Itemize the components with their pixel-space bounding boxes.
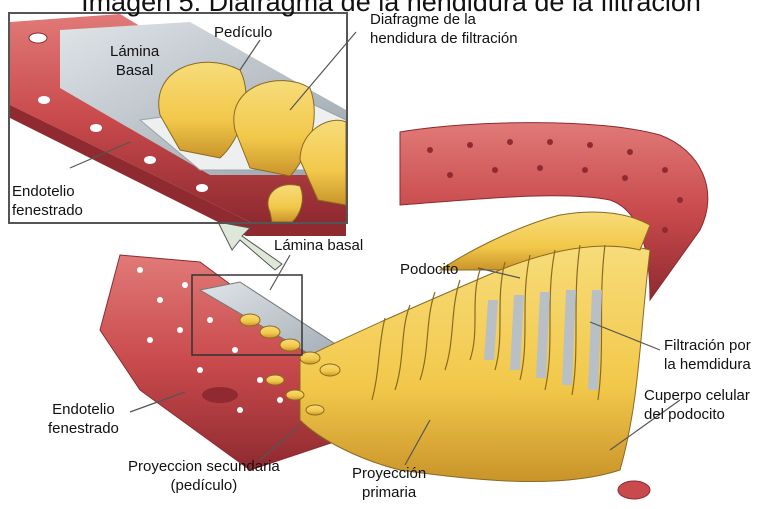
endothelial-nucleus: [202, 387, 238, 403]
label-podocito: Podocito: [400, 260, 458, 279]
label-cuerpo-celular: Cuperpo celular del podocito: [644, 386, 750, 424]
label-proyeccion-primaria: Proyección primaria: [352, 464, 426, 502]
label-filtracion: Filtración por la hemdidura: [664, 336, 751, 374]
label-lamina-basal: Lámina basal: [274, 236, 363, 255]
inset-label-pediculo: Pedículo: [214, 23, 272, 42]
inset-label-diafragma: Diafragme de la hendidura de filtración: [370, 10, 518, 48]
inset-label-endotelio: Endotelio fenestrado: [12, 182, 83, 220]
podocyte-nucleus-spot: [618, 481, 650, 499]
label-proyeccion-secundaria: Proyeccion secundaria (pedículo): [128, 457, 280, 495]
inset-label-lamina-basal: Lámina Basal: [110, 42, 159, 80]
label-endotelio: Endotelio fenestrado: [48, 400, 119, 438]
